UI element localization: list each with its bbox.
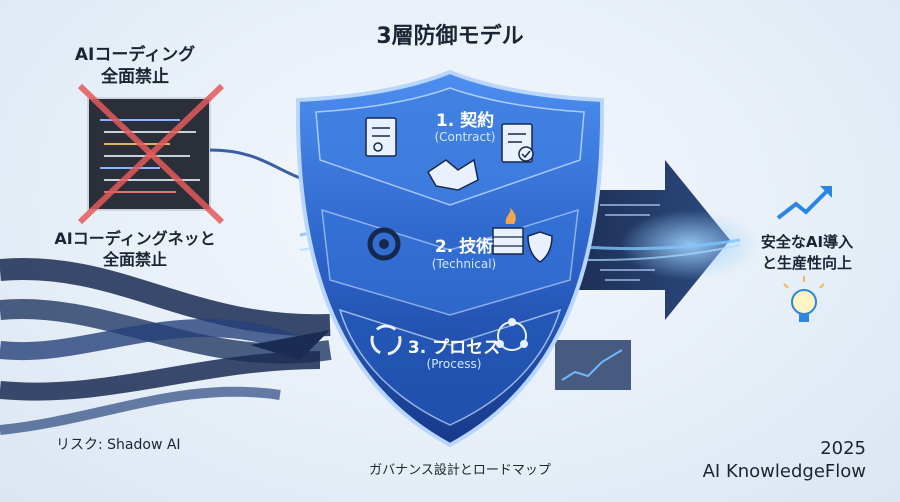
outcome-label: 安全なAI導入 と生産性向上 xyxy=(760,233,854,272)
lightbulb-icon xyxy=(783,276,825,322)
layer-3-title: 3. プロセス xyxy=(407,338,501,358)
ban-label-bottom: AIコーディングネッと 全面禁止 xyxy=(54,229,216,269)
layer-1-subtitle: (Contract) xyxy=(434,130,496,144)
team-icon xyxy=(496,318,528,351)
layer-3-subtitle: (Process) xyxy=(426,357,482,371)
layer-1-title: 1. 契約 xyxy=(435,111,495,131)
shield-check-icon xyxy=(527,231,553,263)
firewall-icon xyxy=(492,208,524,255)
ban-label-top: AIコーディング 全面禁止 xyxy=(74,45,196,87)
growth-chart-panel xyxy=(555,340,631,390)
risk-label: リスク: Shadow AI xyxy=(56,437,181,453)
year-label: 2025 xyxy=(820,438,866,459)
cycle-icon xyxy=(370,324,402,356)
gear-icon xyxy=(367,227,401,261)
layer-2-subtitle: (Technical) xyxy=(431,257,497,271)
governance-label: ガバナンス設計とロードマップ xyxy=(369,463,551,478)
page-title: 3層防御モデル xyxy=(376,24,524,49)
shadow-ai-streams xyxy=(0,258,332,435)
brand-label: AI KnowledgeFlow xyxy=(702,461,866,482)
growth-arrow-icon xyxy=(776,186,832,220)
document-icon xyxy=(365,117,397,157)
layer-2-title: 2. 技術 xyxy=(434,237,494,257)
handshake-icon xyxy=(427,158,479,191)
banned-code-panel xyxy=(77,83,225,225)
checklist-icon xyxy=(501,123,534,163)
